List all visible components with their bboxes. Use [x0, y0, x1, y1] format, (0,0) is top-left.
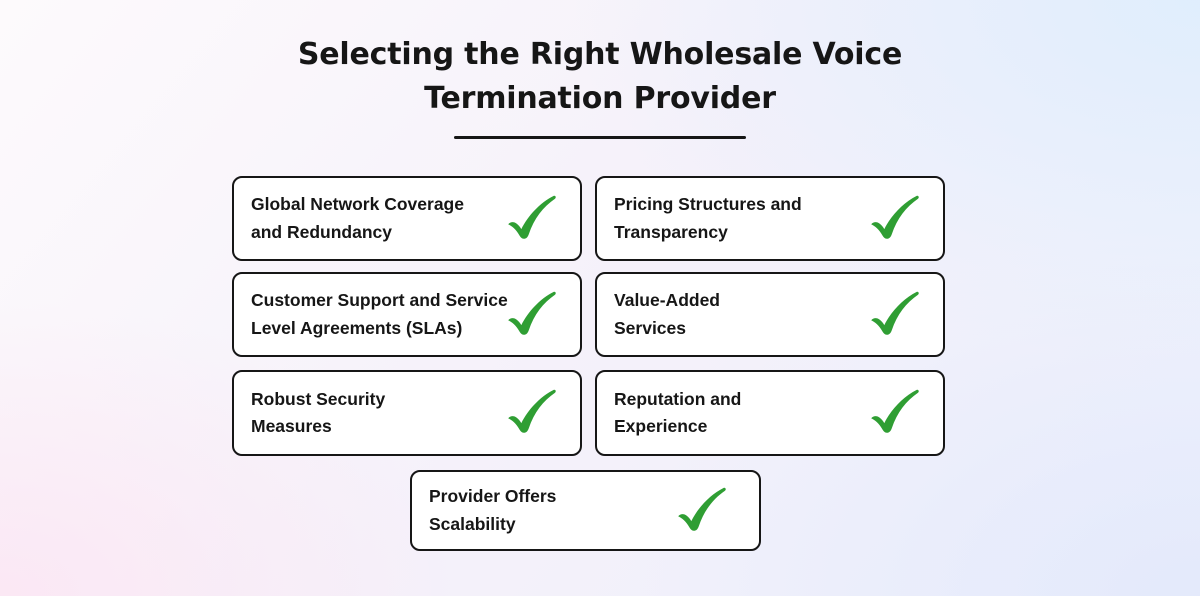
checklist-item-value-added-services: Value-Added Services: [595, 272, 945, 357]
checkmark-icon: [867, 389, 920, 438]
checkmark-icon: [504, 290, 557, 339]
checkmark-icon: [504, 389, 557, 438]
checklist-item-label: Provider Offers Scalability: [429, 486, 557, 534]
checklist-item-label: Reputation and Experience: [614, 388, 742, 437]
page-title-line-2: Termination Provider: [424, 81, 776, 116]
page-title: Selecting the Right Wholesale Voice Term…: [0, 33, 1200, 121]
checklist-item-pricing-structures: Pricing Structures and Transparency: [595, 176, 945, 261]
checklist-item-provider-scalability: Provider Offers Scalability: [410, 470, 761, 551]
checklist-item-label: Robust Security Measures: [251, 388, 386, 437]
checklist-item-customer-support-slas: Customer Support and Service Level Agree…: [232, 272, 582, 357]
checkmark-icon: [867, 194, 920, 243]
title-underline: [454, 136, 746, 139]
checklist-item-robust-security: Robust Security Measures: [232, 370, 582, 456]
checklist-item-label: Global Network Coverage and Redundancy: [251, 194, 464, 242]
checklist-item-label: Value-Added Services: [614, 290, 720, 338]
checkmark-icon: [867, 290, 920, 339]
checklist-item-label: Customer Support and Service Level Agree…: [251, 290, 508, 338]
checkmark-icon: [674, 486, 727, 535]
checklist-item-label: Pricing Structures and Transparency: [614, 194, 802, 242]
checklist-item-reputation-experience: Reputation and Experience: [595, 370, 945, 456]
checkmark-icon: [504, 194, 557, 243]
checklist-item-global-network-coverage: Global Network Coverage and Redundancy: [232, 176, 582, 261]
page-title-line-1: Selecting the Right Wholesale Voice: [297, 37, 903, 72]
